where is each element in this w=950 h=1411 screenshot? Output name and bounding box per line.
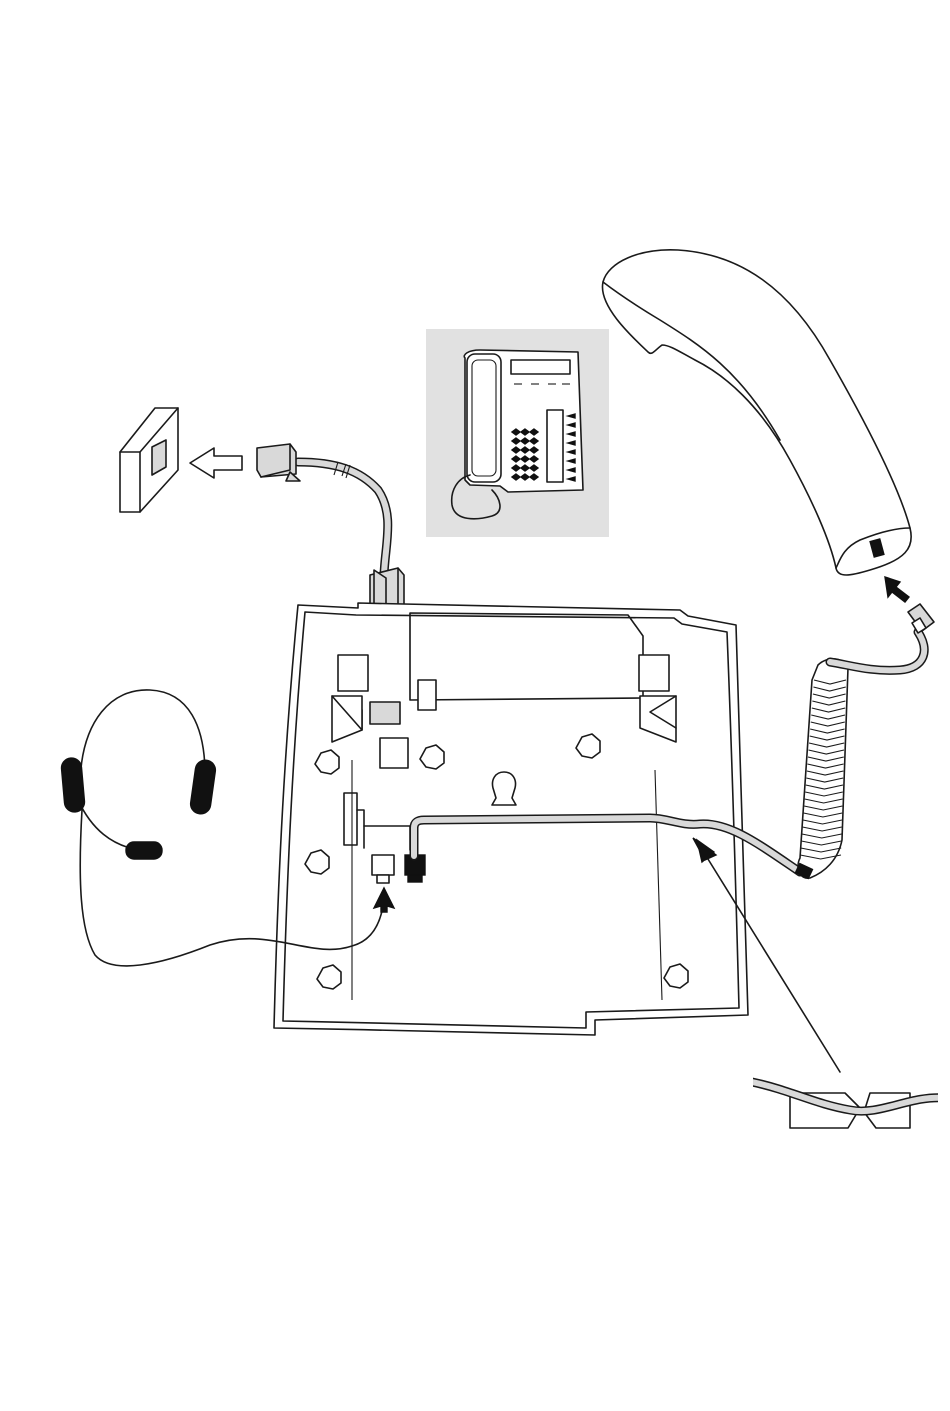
arrow-into-handset-icon [885, 577, 909, 602]
phone-inset [426, 329, 609, 537]
arrow-to-wall-socket-icon [190, 448, 242, 478]
handset [602, 250, 911, 575]
coiled-handset-cord [796, 632, 925, 878]
handset-cord-plug [908, 604, 934, 633]
line-jack [370, 702, 400, 724]
wall-socket [120, 408, 178, 512]
line-cord [298, 462, 388, 575]
line-cord-plug-wall-end [257, 444, 300, 481]
